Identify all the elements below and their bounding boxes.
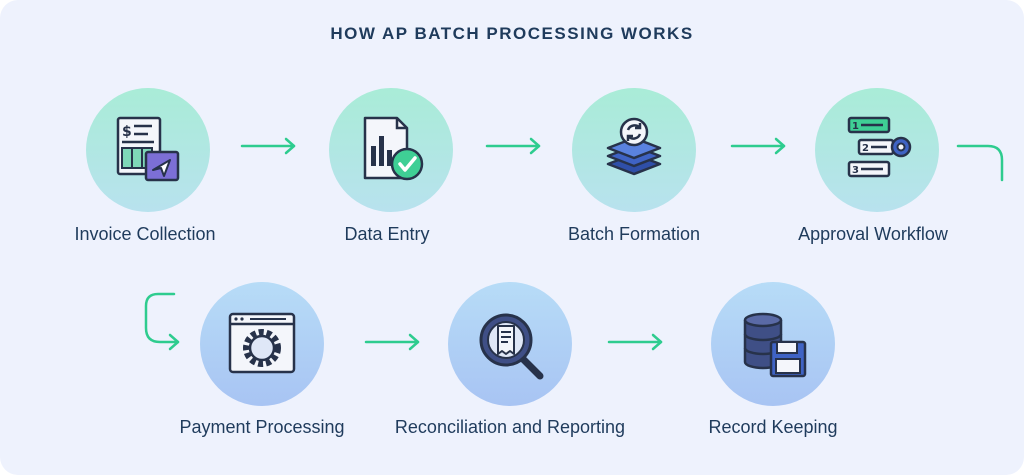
svg-text:1: 1: [852, 121, 859, 132]
step-record-keeping-circle: [711, 282, 835, 406]
step-label: Batch Formation: [567, 224, 701, 244]
arrow-right-icon: [364, 333, 420, 351]
step-batch-formation-circle: [572, 88, 696, 212]
report-magnifier-icon: [479, 313, 544, 380]
svg-text:$: $: [122, 124, 132, 140]
step-approval-workflow-circle: 1 2 3: [815, 88, 939, 212]
step-label: Reconciliation and Reporting: [394, 417, 626, 437]
arrow-right-icon: [485, 137, 541, 155]
invoice-send-icon: $: [116, 116, 180, 182]
step-invoice-collection-circle: $: [86, 88, 210, 212]
step-label: Payment Processing: [179, 417, 345, 437]
step-label: Data Entry: [344, 224, 430, 244]
step-label: Record Keeping: [708, 417, 838, 437]
approval-list-gear-icon: 1 2 3: [847, 116, 912, 178]
step-payment-processing-circle: [200, 282, 324, 406]
step-data-entry-circle: [329, 88, 453, 212]
step-reconciliation-circle: [448, 282, 572, 406]
data-entry-check-icon: [363, 116, 424, 181]
arrow-right-icon: [607, 333, 663, 351]
svg-text:3: 3: [852, 165, 859, 176]
batch-stack-icon: [606, 117, 662, 176]
step-label: Approval Workflow: [798, 224, 948, 244]
svg-text:2: 2: [862, 143, 869, 154]
payment-gear-window-icon: [228, 312, 296, 374]
arrow-curve-down-icon: [956, 144, 1004, 182]
arrow-right-icon: [730, 137, 786, 155]
step-label: Invoice Collection: [74, 224, 216, 244]
arrow-right-icon: [240, 137, 296, 155]
diagram-title: HOW AP BATCH PROCESSING WORKS: [330, 24, 694, 43]
arrow-curve-in-icon: [144, 292, 180, 351]
database-floppy-icon: [743, 312, 807, 378]
